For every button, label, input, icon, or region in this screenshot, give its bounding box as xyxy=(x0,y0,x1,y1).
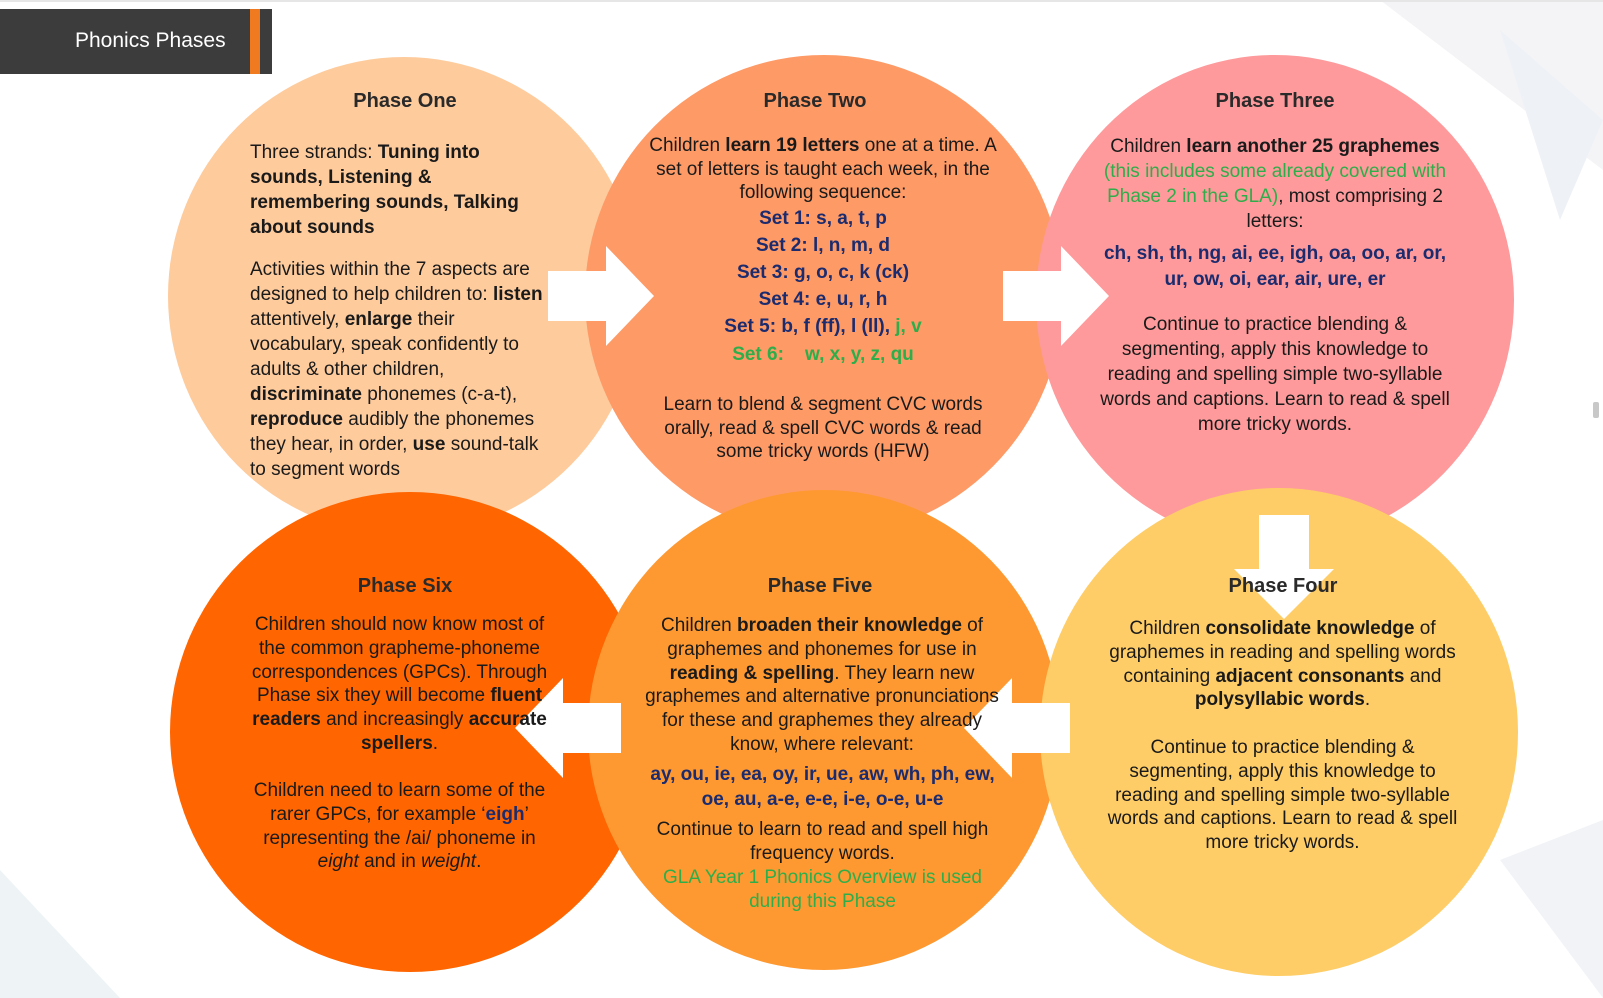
phase-four-polysyllabic: polysyllabic words xyxy=(1194,689,1365,711)
phase-six-q-4: . xyxy=(476,851,482,873)
phase-two-set-6: Set 6: w, x, y, z, qu xyxy=(732,344,914,365)
phase-one-act-listen: listen xyxy=(492,284,543,305)
phase-six-eight: eight xyxy=(317,851,359,873)
phase-three-intro-bold: learn another 25 graphemes xyxy=(1186,136,1440,157)
phase-five-hfw: Continue to learn to read and spell high… xyxy=(656,819,989,864)
phase-two-circle xyxy=(585,55,1063,537)
phase-three-intro: Children learn another 25 graphemes (thi… xyxy=(1095,134,1455,234)
scrollbar-thumb[interactable] xyxy=(1593,402,1599,418)
phase-two-intro-bold: learn 19 letters xyxy=(725,135,860,156)
phase-two-set-3: Set 3: g, o, c, k (ck) xyxy=(736,262,910,283)
phonics-phases-tab[interactable]: Phonics Phases xyxy=(0,9,272,74)
phase-four-title: Phase Four xyxy=(1228,575,1338,597)
phase-three-intro-2: , most comprising 2 letters: xyxy=(1246,186,1443,232)
phase-six-eigh: eigh xyxy=(485,803,525,825)
phase-five-gla-note: GLA Year 1 Phonics Overview is used duri… xyxy=(663,867,982,912)
phase-four-p-1: Children xyxy=(1129,618,1206,639)
phase-one-title: Phase One xyxy=(353,90,457,112)
phase-five-graphemes: ay, ou, ie, ea, oy, ir, ue, aw, wh, ph, … xyxy=(650,764,995,810)
phase-two-set-1: Set 1: s, a, t, p xyxy=(759,208,887,229)
phase-six-q-2: ’ representing the /ai/ phoneme in xyxy=(263,803,536,849)
phase-two-intro-1: Children xyxy=(649,135,726,156)
phase-six-fluent: fluent readers xyxy=(252,685,543,731)
phase-one-act-text-6: sound-talk to segment words xyxy=(250,434,539,480)
phase-three-circle xyxy=(1036,55,1514,545)
phase-one-act-text-4: phonemes (c-a-t), xyxy=(361,384,518,405)
tab-label: Phonics Phases xyxy=(75,29,226,52)
phase-two-title: Phase Two xyxy=(763,90,867,112)
phase-five-p-1: Children xyxy=(660,615,738,636)
phase-one-act-text-3: their vocabulary, speak confidently to a… xyxy=(250,309,519,380)
phase-six-p-1: Children should now know most of the com… xyxy=(251,614,548,707)
arrow-left-icon xyxy=(515,678,621,778)
phase-one-act-enlarge: enlarge xyxy=(344,309,413,330)
phase-one-act-reproduce: reproduce xyxy=(250,409,343,430)
phase-three-intro-green: (this includes some already covered with… xyxy=(1103,161,1447,207)
phase-six-para-2: Children need to learn some of the rarer… xyxy=(242,779,557,874)
phase-six-p-3: . xyxy=(432,732,439,754)
top-divider xyxy=(0,0,1603,2)
phase-one-strands: Three strands: Tuning into sounds, Liste… xyxy=(250,140,550,240)
phase-six-weight: weight xyxy=(421,851,477,873)
phase-five-p-2: of graphemes and phonemes for use in xyxy=(667,615,984,660)
phase-five-para: Children broaden their knowledge of grap… xyxy=(636,614,1008,757)
phase-four-p-3: and xyxy=(1404,665,1442,687)
phase-three-outro: Continue to practice blending & segmenti… xyxy=(1100,314,1450,435)
phase-two-outro: Learn to blend & segment CVC words orall… xyxy=(663,394,983,462)
phase-five-title: Phase Five xyxy=(767,575,873,597)
phase-six-q-1: Children need to learn some of the rarer… xyxy=(253,780,546,825)
phase-one-act-text-2: attentively, xyxy=(250,309,345,330)
phase-one-activities: Activities within the 7 aspects are desi… xyxy=(250,257,555,482)
phase-one-act-text-1: Activities within the 7 aspects are desi… xyxy=(250,259,530,305)
phase-two-set-2: Set 2: l, n, m, d xyxy=(755,235,891,256)
phase-five-reading-spelling: reading & spelling xyxy=(669,662,835,684)
phase-four-para: Children consolidate knowledge of graphe… xyxy=(1100,617,1465,712)
phase-five-broaden: broaden their knowledge xyxy=(737,615,962,636)
phase-four-consolidate: consolidate knowledge xyxy=(1205,618,1415,639)
phase-six-title: Phase Six xyxy=(357,575,453,597)
phase-four-adjacent: adjacent consonants xyxy=(1215,665,1405,687)
phase-four-p-4: . xyxy=(1364,689,1371,711)
phase-three-graphemes: ch, sh, th, ng, ai, ee, igh, oa, oo, ar,… xyxy=(1103,243,1447,290)
phase-three-intro-1: Children xyxy=(1110,136,1187,157)
phase-three-title: Phase Three xyxy=(1215,90,1335,112)
phase-one-act-discriminate: discriminate xyxy=(250,384,362,405)
phase-six-q-3: and in xyxy=(358,851,422,873)
tab-accent-bar xyxy=(250,9,260,74)
phase-four-p-2: of graphemes in reading and spelling wor… xyxy=(1109,618,1456,687)
phase-six-accurate: accurate spellers xyxy=(360,709,547,754)
phase-one-strands-prefix: Three strands: xyxy=(250,142,378,163)
arrow-right-icon xyxy=(548,246,654,346)
arrow-left-icon xyxy=(964,678,1070,778)
phase-two-set-5-letters: Set 5: b, f (ff), l (ll), xyxy=(724,316,896,337)
phase-two-set-4: Set 4: e, u, r, h xyxy=(758,289,888,310)
phase-four-outro: Continue to practice blending & segmenti… xyxy=(1107,737,1458,854)
phase-six-para-1: Children should now know most of the com… xyxy=(242,613,557,756)
arrow-right-icon xyxy=(1003,246,1109,346)
phase-one-strands-list: Tuning into sounds, Listening & remember… xyxy=(250,142,519,238)
phase-five-p-3: . They learn new graphemes and alternati… xyxy=(645,662,999,755)
phase-one-act-use: use xyxy=(412,434,446,455)
phase-six-p-2: and increasingly xyxy=(320,709,469,731)
arrow-down-icon xyxy=(1234,515,1334,619)
phase-two-intro-2: one at a time. A set of letters is taugh… xyxy=(656,135,997,203)
phase-two-intro: Children learn 19 letters one at a time.… xyxy=(648,134,998,205)
phase-two-set-5: Set 5: b, f (ff), l (ll), j, v xyxy=(648,314,998,339)
phase-two-set-5-green: j, v xyxy=(895,316,922,337)
phase-one-act-text-5: audibly the phonemes they hear, in order… xyxy=(250,409,535,455)
